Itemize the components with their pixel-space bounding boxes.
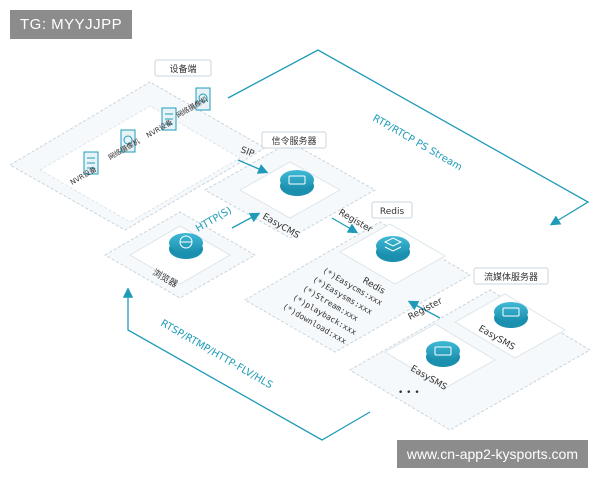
browser-globe-icon — [169, 233, 203, 259]
devices-group-label: 设备端 — [154, 59, 212, 77]
media-server-label: 流媒体服务器 — [473, 267, 549, 285]
svg-text:Redis: Redis — [380, 207, 405, 217]
nvr-device-icon — [161, 107, 177, 131]
rtp-stream-label: RTP/RTCP PS Stream — [371, 113, 464, 173]
redis-group-label: Redis — [371, 201, 413, 219]
svg-text:信令服务器: 信令服务器 — [271, 135, 316, 147]
http-label: HTTP(S) — [194, 205, 234, 234]
network-camera-icon — [195, 87, 211, 111]
redis-stack-icon — [376, 236, 410, 262]
network-camera-icon — [120, 129, 136, 153]
svg-text:流媒体服务器: 流媒体服务器 — [484, 271, 538, 283]
easycms-server-icon — [280, 170, 314, 196]
register-arrow-1 — [331, 217, 359, 234]
register-arrow-2 — [407, 300, 441, 319]
watermark-bottom: www.cn-app2-kysports.com — [396, 440, 588, 468]
svg-text:设备端: 设备端 — [169, 63, 196, 75]
easysms-server-icon — [494, 302, 528, 328]
more-servers-ellipsis: • • • — [398, 388, 420, 398]
sip-label: SIP — [239, 145, 256, 159]
nvr-device-icon — [83, 151, 99, 175]
http-arrow — [231, 212, 261, 229]
watermark-top: TG: MYYJJPP — [10, 10, 133, 39]
sip-arrow — [237, 159, 269, 174]
rtp-stream-line — [227, 49, 590, 226]
easysms-server-icon — [426, 341, 460, 367]
signal-server-label: 信令服务器 — [261, 131, 327, 149]
rtsp-stream-line — [122, 287, 371, 441]
